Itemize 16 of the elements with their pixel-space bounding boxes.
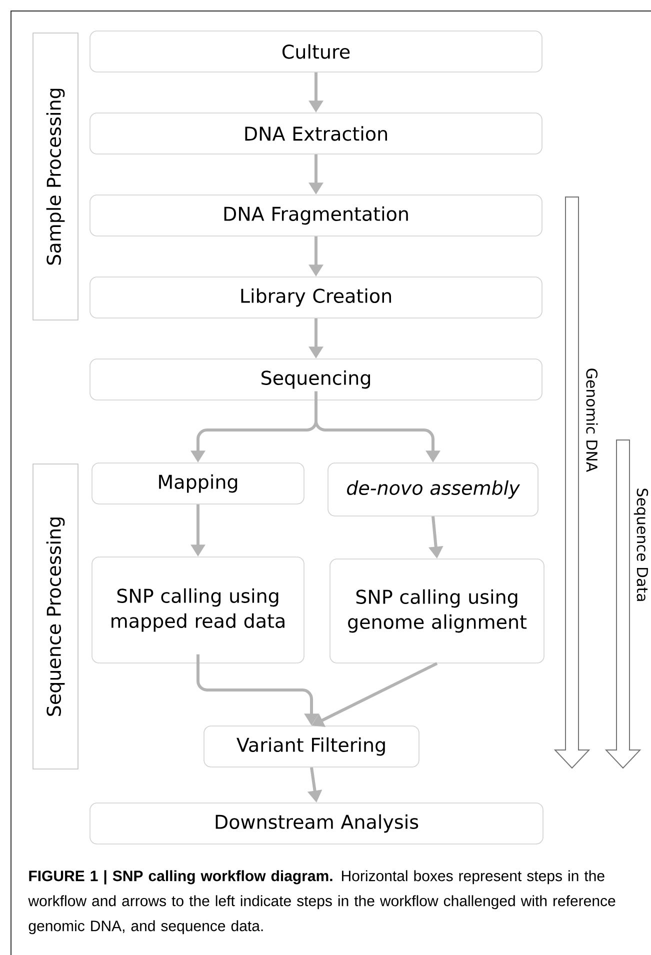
process-box: Downstream Analysis [90,802,544,844]
arrow-label: Sequence Data [634,488,648,601]
section-label: Sample Processing [32,32,78,320]
process-box: Library Creation [90,276,542,318]
process-box: DNA Fragmentation [90,194,542,236]
figure-caption: FIGURE 1 | SNP calling workflow diagram. Horizontal boxes represent steps in the workflow and arrows to the left indicate steps in the workflow challenged with reference genomic DNA, and sequence data. [28,870,616,934]
process-box: SNP calling using mapped read data [92,556,304,664]
process-box: de-novo assembly [328,462,538,516]
process-box: Mapping [92,462,304,504]
process-box: DNA Extraction [90,112,542,154]
arrow-label: Genomic DNA [586,368,598,472]
process-box: SNP calling using genome alignment [330,558,544,664]
process-box: Culture [90,30,542,72]
process-box: Sequencing [90,358,542,400]
process-box: Variant Filtering [204,726,420,768]
section-label: Sequence Processing [32,464,78,770]
